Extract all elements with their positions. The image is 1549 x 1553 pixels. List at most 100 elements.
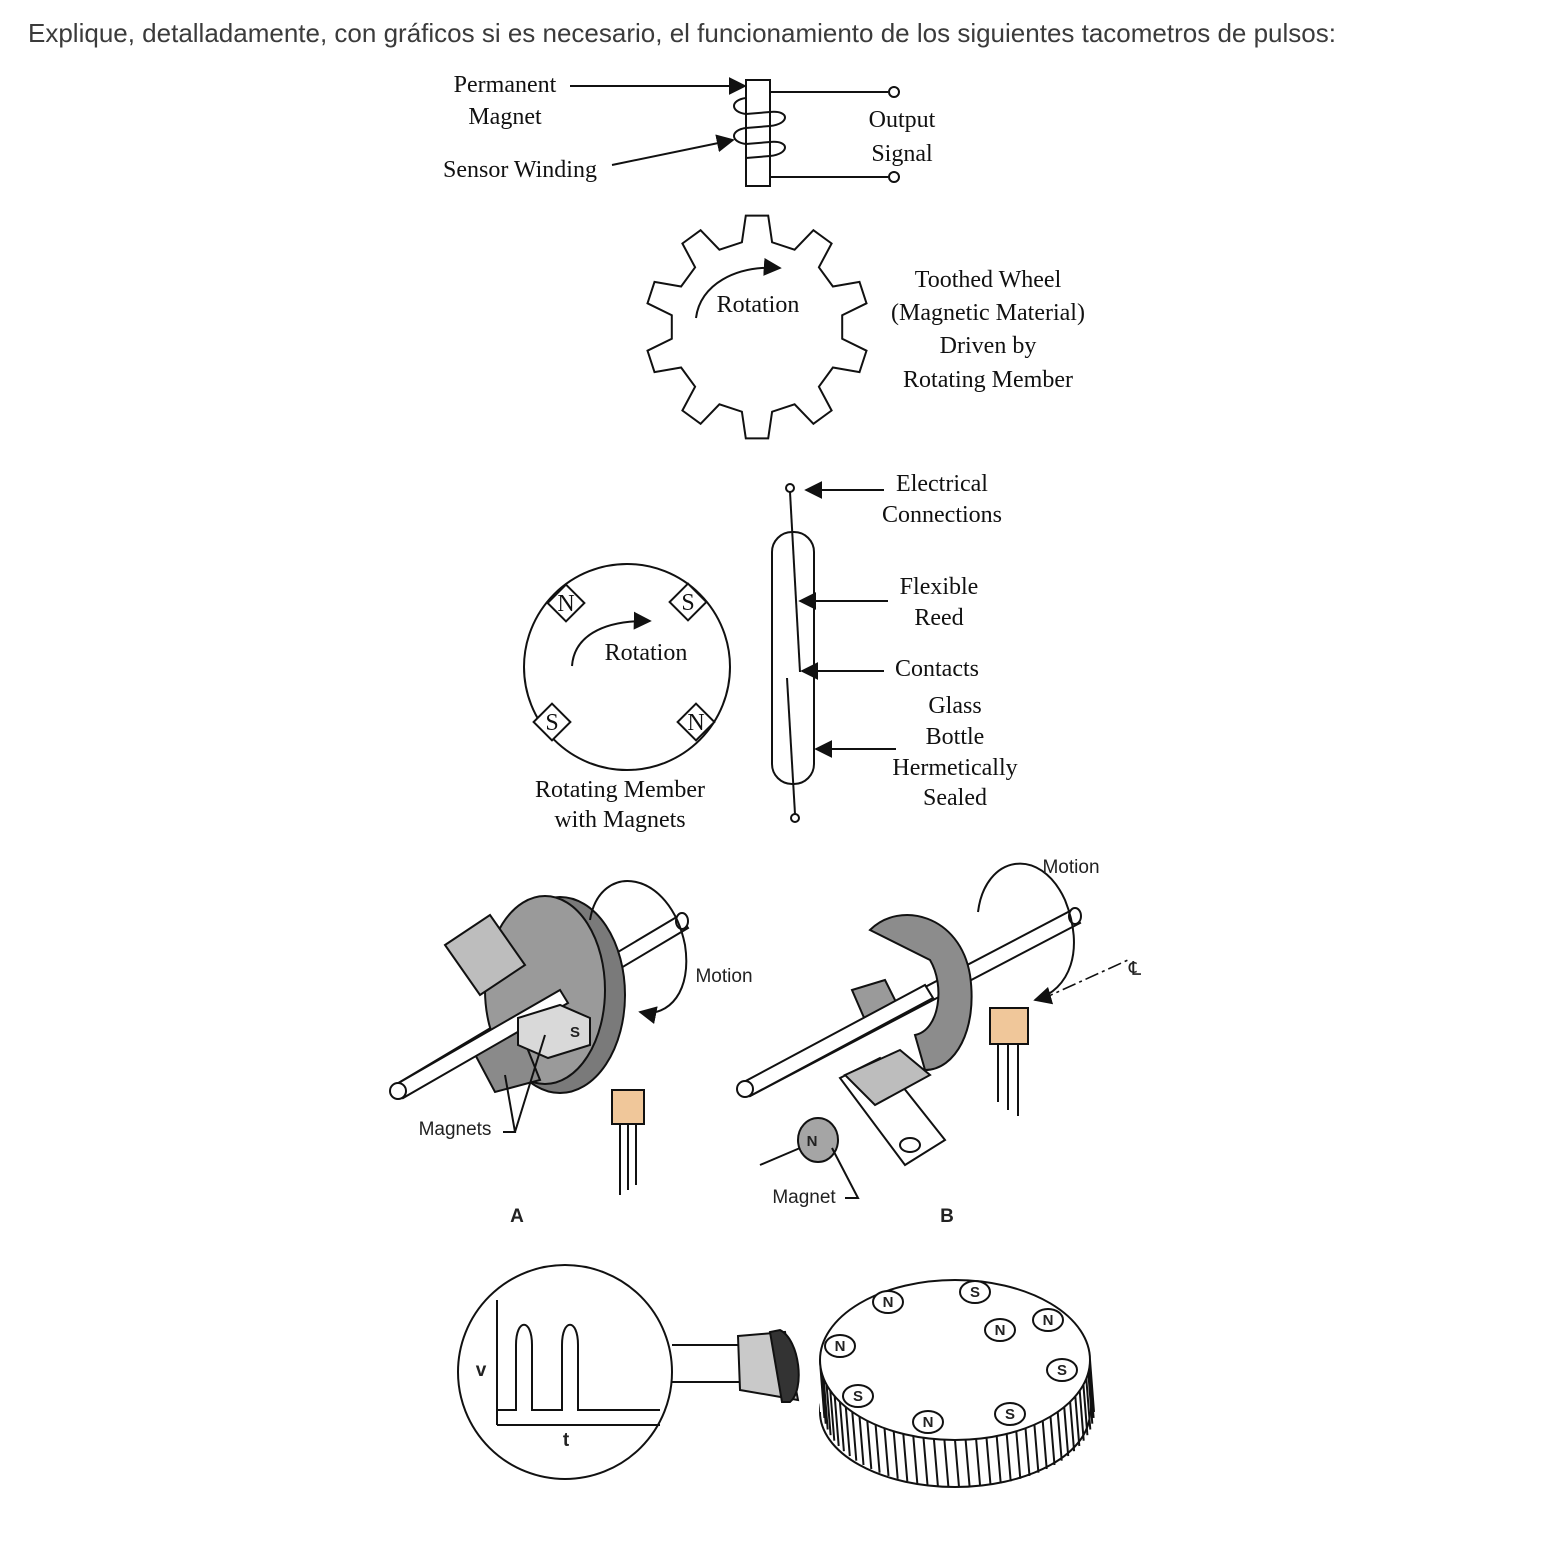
wheel-pole bbox=[1032, 1308, 1064, 1332]
magnet-s-a bbox=[517, 1003, 591, 1060]
glass-bottle-label-2: Bottle bbox=[926, 724, 985, 750]
wheel-pole bbox=[842, 1384, 874, 1408]
sensor-c-face bbox=[768, 1328, 800, 1403]
wheel-pole-label: S bbox=[1057, 1362, 1067, 1379]
flexible-reed-label-1: Flexible bbox=[900, 574, 979, 600]
hall-sensor-b bbox=[989, 1007, 1029, 1045]
label-a: A bbox=[510, 1206, 524, 1227]
permanent-magnet-label-2: Magnet bbox=[468, 104, 542, 130]
magnets-leader bbox=[503, 1034, 546, 1133]
reed-switch-figure: N S S N Rotation Rotating Member with Ma… bbox=[523, 471, 1018, 833]
terminal-bottom bbox=[790, 813, 800, 823]
sensor-winding-label: Sensor Winding bbox=[443, 157, 597, 183]
wheel-top bbox=[819, 1279, 1091, 1441]
flexible-reed-label-2: Reed bbox=[914, 605, 963, 631]
toothed-wheel bbox=[646, 214, 868, 440]
wheel-poles: N S N S S N S N N bbox=[824, 1280, 1078, 1434]
magnet-s-bottom-left: S bbox=[532, 702, 572, 742]
magnet-body bbox=[843, 1048, 932, 1107]
label-b: B bbox=[940, 1206, 954, 1227]
wheel-pole-label: S bbox=[970, 1284, 980, 1301]
glass-bottle-label-4: Sealed bbox=[923, 785, 987, 811]
pulse-waveform bbox=[497, 1324, 660, 1411]
wheel-pole-label: S bbox=[1005, 1406, 1015, 1423]
wheel-pole bbox=[912, 1410, 944, 1434]
terminal-top bbox=[785, 483, 795, 493]
wheel-pole-label: N bbox=[883, 1294, 894, 1311]
hall-sensor-figure-a: S Motion Magnets A bbox=[389, 880, 753, 1227]
pole-label: S bbox=[545, 710, 558, 736]
magnets-label: Magnets bbox=[419, 1119, 492, 1140]
magnet-leader bbox=[831, 1147, 860, 1199]
electrical-connections-label-1: Electrical bbox=[896, 471, 988, 497]
wheel-pole bbox=[1046, 1358, 1078, 1382]
wheel-pole-label: N bbox=[923, 1414, 934, 1431]
shaft-a-end bbox=[389, 1082, 407, 1100]
pole-label: N bbox=[687, 710, 704, 736]
flexible-reed-lower bbox=[786, 677, 796, 815]
rotation-label: Rotation bbox=[717, 292, 800, 318]
wheel-pole-label: N bbox=[995, 1322, 1006, 1339]
variable-reluctance-figure: Permanent Magnet Sensor Winding Output S… bbox=[443, 72, 1085, 440]
motion-arrow-a bbox=[589, 880, 688, 1024]
wheel-pole-label: N bbox=[835, 1338, 846, 1355]
magnet-s-label: S bbox=[570, 1024, 580, 1041]
rotating-member-disc bbox=[523, 563, 731, 771]
motion-arrow-b bbox=[977, 862, 1075, 1005]
toothed-wheel-label-1: Toothed Wheel bbox=[915, 267, 1062, 293]
wheel-pole bbox=[824, 1334, 856, 1358]
rotating-member-label-2: with Magnets bbox=[554, 807, 685, 833]
permanent-magnet-label: Permanent bbox=[454, 72, 557, 98]
output-signal-label-2: Signal bbox=[871, 141, 933, 167]
contacts-label: Contacts bbox=[895, 656, 979, 682]
magnet-n-bottom-right: N bbox=[676, 702, 716, 742]
magnet-core bbox=[745, 79, 771, 187]
output-signal-label: Output bbox=[869, 107, 936, 133]
sensor-winding-coil bbox=[733, 97, 786, 159]
magnet-n-top-left: N bbox=[546, 583, 586, 623]
motion-label-b: Motion bbox=[1042, 857, 1099, 878]
wheel-pole-label: N bbox=[1043, 1312, 1054, 1329]
rotation-arrow-2 bbox=[571, 611, 652, 667]
output-terminal-top bbox=[888, 86, 900, 98]
motion-label-a: Motion bbox=[695, 966, 752, 987]
multipole-wheel-figure: v t N S N S S N S N N bbox=[457, 1264, 1095, 1488]
wheel-pole bbox=[984, 1318, 1016, 1342]
centerline-symbol: ℄ bbox=[1128, 959, 1142, 980]
electrical-connections-label-2: Connections bbox=[882, 502, 1002, 528]
glass-bottle-label-1: Glass bbox=[928, 693, 981, 719]
bracket-hole bbox=[899, 1137, 921, 1153]
pole-label: S bbox=[681, 590, 694, 616]
wheel-pole bbox=[959, 1280, 991, 1304]
magnet-axis-line bbox=[759, 1147, 801, 1166]
winding-arrow bbox=[611, 134, 735, 166]
rotating-member-label-1: Rotating Member bbox=[535, 777, 705, 803]
rotation-label-2: Rotation bbox=[605, 640, 688, 666]
toothed-wheel-label-3: Driven by bbox=[940, 333, 1037, 359]
glass-bottle bbox=[771, 531, 815, 785]
sensor-leads bbox=[672, 1344, 740, 1383]
hall-sensor-figure-b: N Magnet Motion ℄ B bbox=[736, 857, 1142, 1227]
magnet-face bbox=[797, 1117, 839, 1163]
magnet-label: Magnet bbox=[772, 1187, 836, 1208]
wheel-pole bbox=[872, 1290, 904, 1314]
magnet-s-top-right: S bbox=[668, 582, 708, 622]
v-label: v bbox=[476, 1360, 487, 1381]
rotation-arrow bbox=[695, 257, 782, 319]
magnet-n-label: N bbox=[807, 1133, 818, 1150]
t-label: t bbox=[563, 1430, 570, 1451]
glass-bottle-label-3: Hermetically bbox=[892, 755, 1017, 781]
question-text: Explique, detalladamente, con gráficos s… bbox=[28, 18, 1336, 48]
vane-wheel bbox=[868, 914, 973, 1072]
wheel-serrations bbox=[819, 1359, 1095, 1488]
output-terminal-bottom bbox=[888, 171, 900, 183]
hall-sensor-a bbox=[611, 1089, 645, 1125]
pole-label: N bbox=[557, 591, 574, 617]
centerline-b bbox=[1039, 959, 1129, 1001]
flexible-reed-upper bbox=[789, 491, 801, 673]
wheel-pole-label: S bbox=[853, 1388, 863, 1405]
wheel-pole bbox=[994, 1402, 1026, 1426]
shaft-b-end bbox=[736, 1080, 754, 1098]
magnet-a-upper bbox=[443, 913, 527, 997]
